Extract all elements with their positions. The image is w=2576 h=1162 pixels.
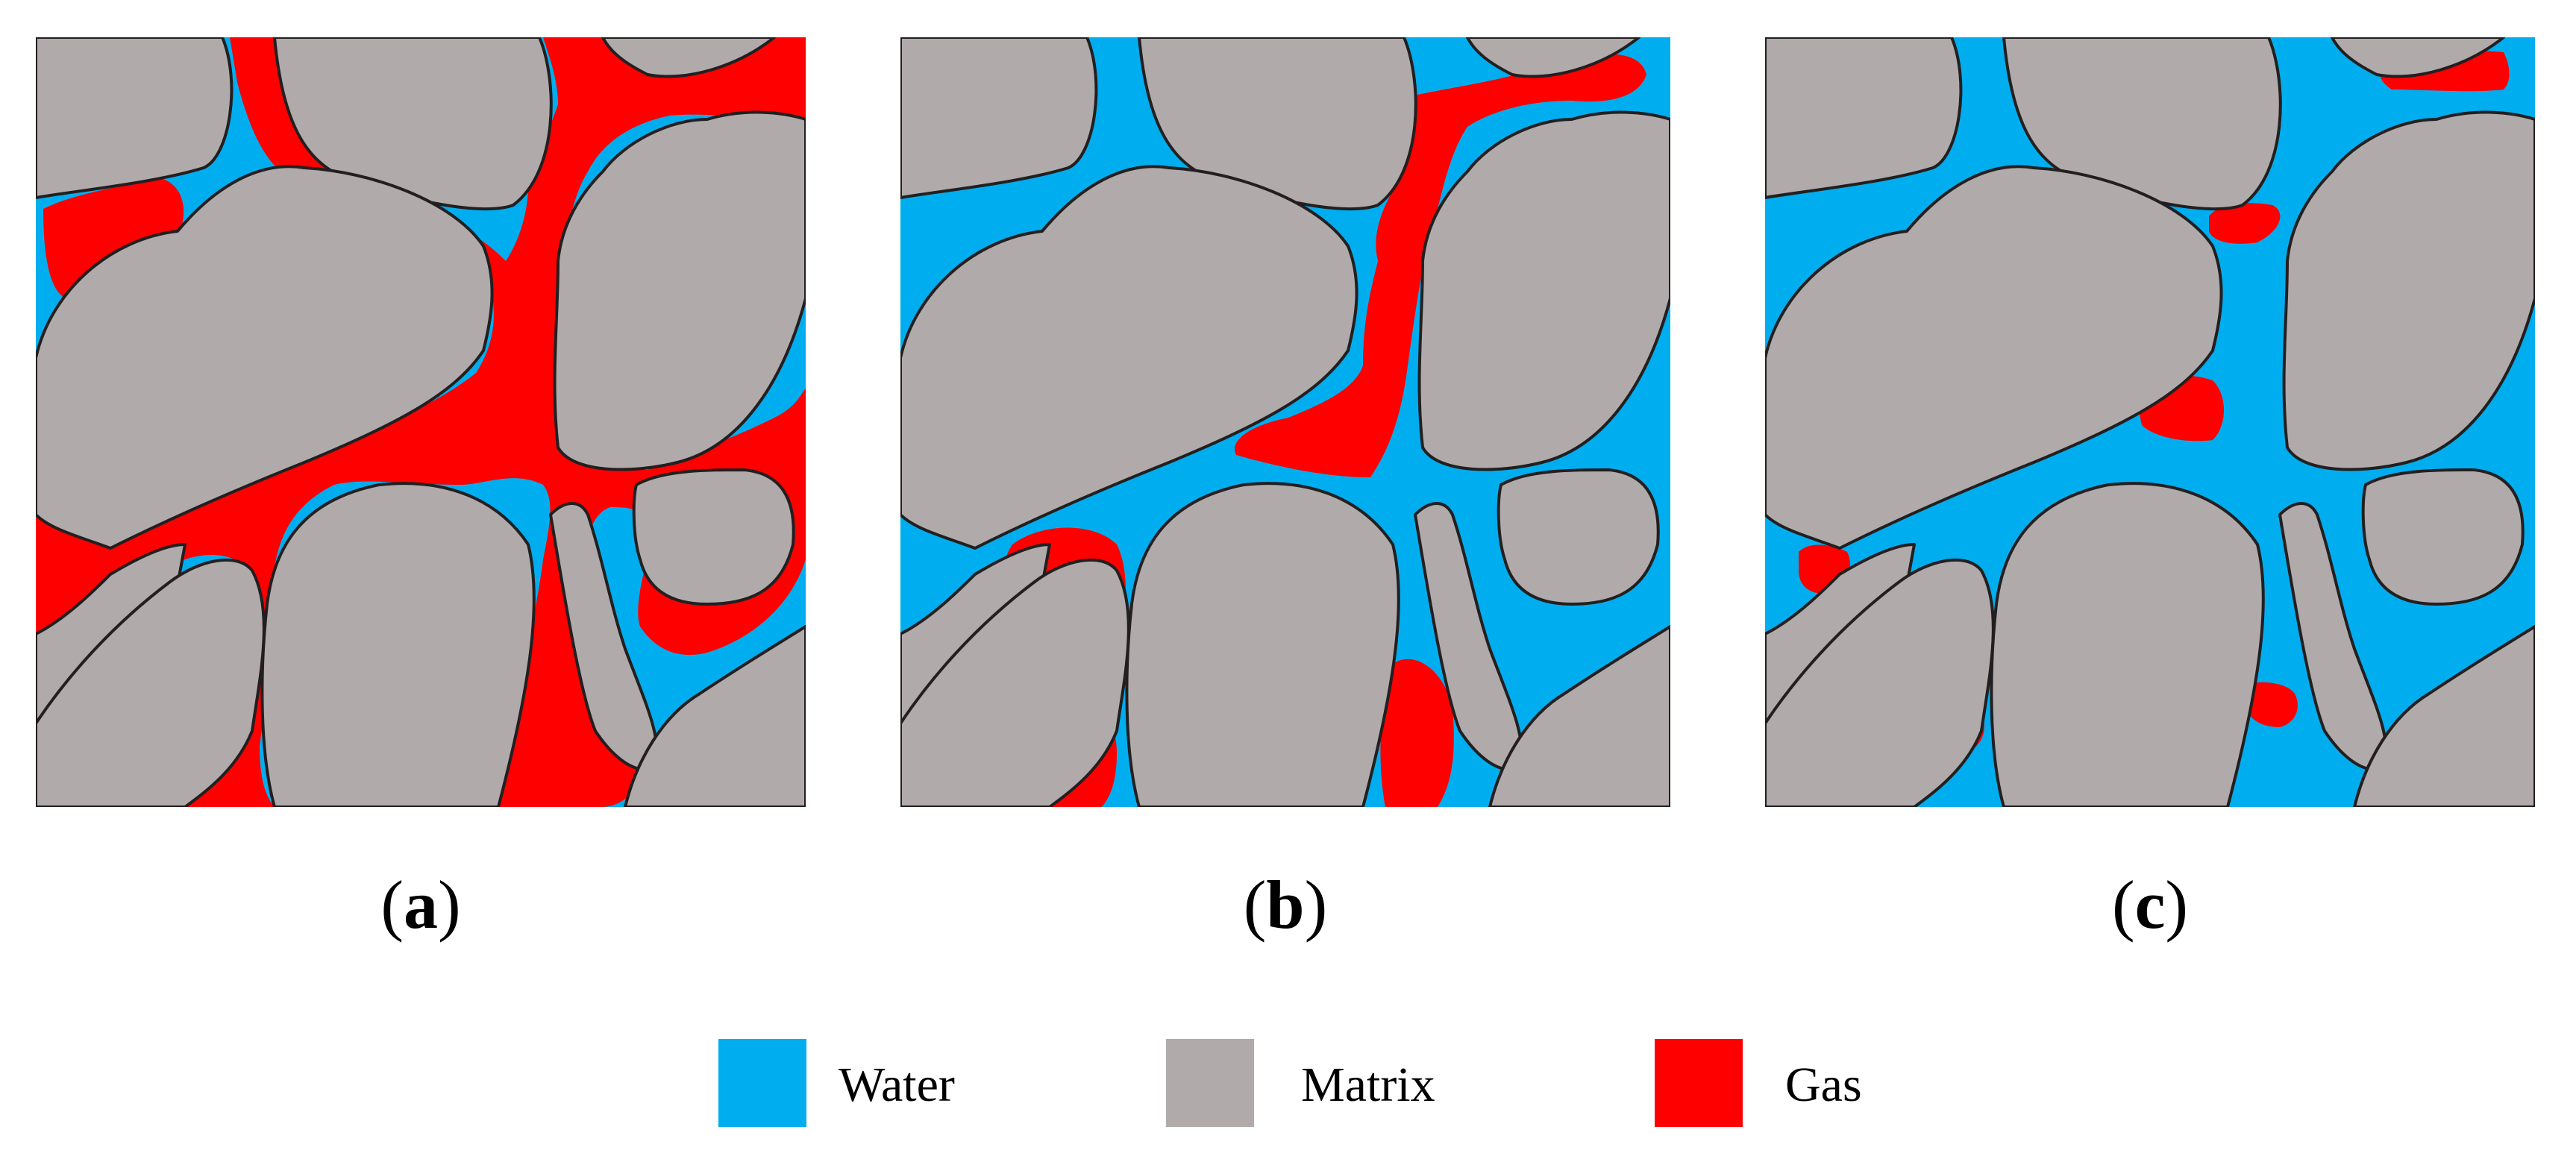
legend-swatch-matrix — [1166, 1039, 1254, 1127]
pore-diagram-b — [900, 37, 1670, 807]
panel-c — [1765, 37, 2535, 807]
legend-swatch-gas — [1655, 1039, 1743, 1127]
gas-blob — [1380, 659, 1454, 807]
legend-label-matrix: Matrix — [1301, 1058, 1435, 1112]
gas-bubble — [2209, 203, 2281, 244]
legend-label-water: Water — [839, 1058, 955, 1112]
panel-a — [36, 37, 806, 807]
caption-b: (b) — [1243, 867, 1328, 943]
gas-channel — [1235, 54, 1646, 477]
panel-b — [900, 37, 1670, 807]
legend-label-gas: Gas — [1785, 1058, 1862, 1112]
caption-c: (c) — [2111, 867, 2189, 943]
caption-a: (a) — [380, 867, 461, 943]
pore-diagram-c — [1765, 37, 2535, 807]
legend-swatch-water — [718, 1039, 806, 1127]
pore-diagram-a — [36, 37, 806, 807]
gas-bubble — [2243, 682, 2298, 727]
gas-cluster — [36, 37, 806, 807]
